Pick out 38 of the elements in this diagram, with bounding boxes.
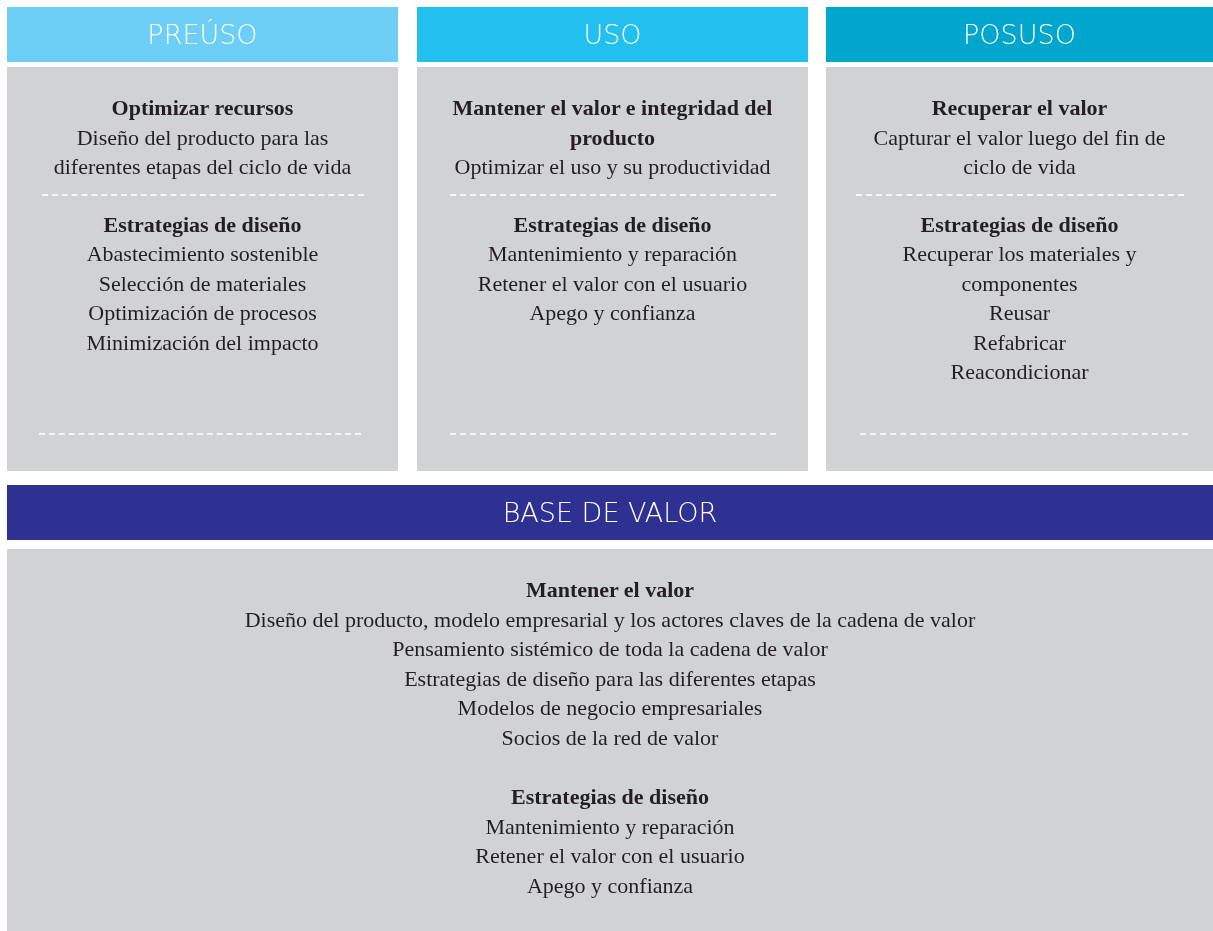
stage-header: BASE DE VALOR — [7, 485, 1213, 540]
list-item: Reusar — [987, 299, 1052, 327]
list-item: Apego y confianza — [525, 871, 695, 900]
stage-header: POSUSO — [826, 7, 1213, 62]
body-text: Diseño del producto para las diferentes etapas del ciclo de vida — [52, 123, 353, 181]
list-item: Modelos de negocio empresariales — [456, 694, 764, 722]
stage-header: USO — [417, 7, 808, 62]
content-panel — [7, 549, 1213, 931]
list-item: Reacondicionar — [949, 358, 1090, 386]
section-heading: Estrategias de diseño — [510, 783, 710, 811]
content-panel — [7, 67, 398, 471]
body-text: Optimizar el uso y su productividad — [453, 153, 772, 181]
section-heading: Estrategias de diseño — [919, 210, 1120, 239]
section-heading: Mantener el valor e integridad del producto — [451, 94, 774, 152]
content-panel — [826, 67, 1213, 471]
list-item: Mantenimiento y reparación — [486, 240, 739, 268]
list-item: Socios de la red de valor — [500, 723, 720, 752]
body-text: Capturar el valor luego del fin de ciclo de vida — [872, 123, 1167, 181]
list-item: Estrategias de diseño para las diferentes etapas — [403, 664, 817, 693]
list-item: Minimización del impacto — [85, 328, 320, 357]
list-item: Retener el valor con el usuario — [474, 842, 746, 870]
body-text: Diseño del producto, modelo empresarial y los actores claves de la cadena de valor — [243, 605, 977, 634]
list-item: Retener el valor con el usuario — [476, 269, 749, 298]
list-item: Recuperar los materiales y componentes — [901, 240, 1138, 298]
list-item: Selección de materiales — [97, 269, 308, 298]
section-heading: Optimizar recursos — [110, 94, 295, 122]
section-heading: Mantener el valor — [524, 576, 696, 604]
section-heading: Estrategias de diseño — [102, 210, 303, 239]
section-heading: Recuperar el valor — [930, 94, 1109, 122]
list-item: Pensamiento sistémico de toda la cadena de valor — [391, 635, 829, 663]
list-item: Mantenimiento y reparación — [484, 812, 736, 841]
section-heading: Estrategias de diseño — [512, 210, 713, 239]
content-panel — [417, 67, 808, 471]
list-item: Refabricar — [972, 328, 1067, 357]
list-item: Apego y confianza — [528, 299, 697, 327]
list-item: Optimización de procesos — [87, 299, 318, 327]
stage-header: PREÚSO — [7, 7, 398, 62]
list-item: Abastecimiento sostenible — [85, 240, 320, 268]
